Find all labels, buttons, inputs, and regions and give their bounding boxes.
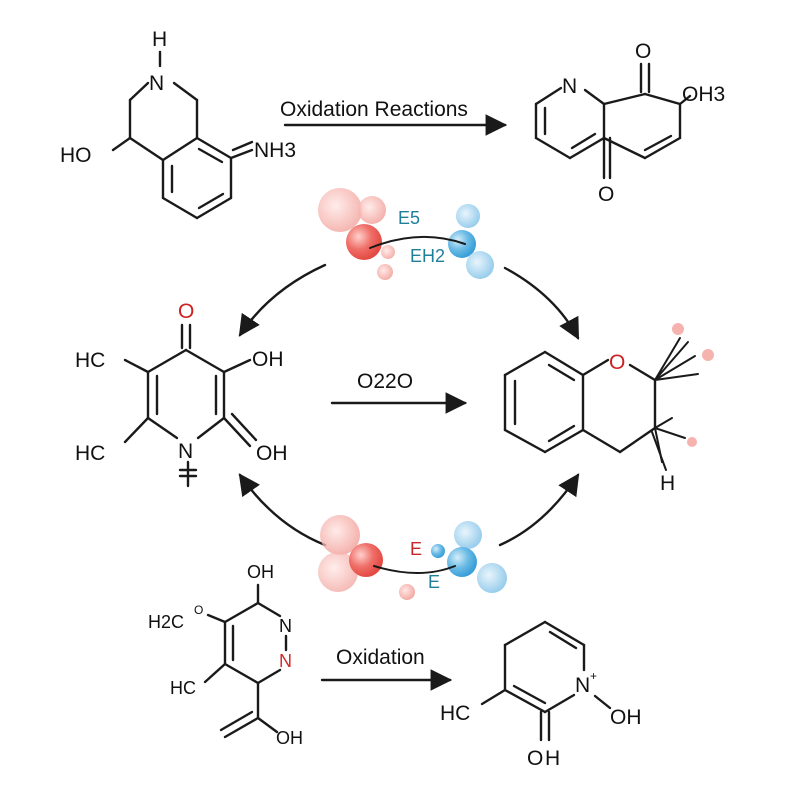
catalyst-bottom-label-2: E [428,572,440,592]
bottom-right-molecule: N + OH HC O H [440,620,642,770]
atom-hc: HC [440,702,470,725]
catalyst-top: E5 EH2 [318,188,494,280]
atom-o-ring: O [609,351,625,374]
right-molecule: O H [503,323,714,495]
atom-h: H [152,28,167,51]
sphere-blue-soft [477,563,507,593]
sphere-red-soft [318,188,362,232]
sphere-red [349,543,383,577]
atom-hc: HC [170,678,196,698]
atom-h-bottom: H [545,747,560,770]
atom-superscript-o: O [194,603,203,617]
sphere-blue-soft [454,521,482,549]
atom-o: O [178,300,194,323]
left-molecule: O N HC HC OH OH [75,300,288,488]
atom-n-ring: N [562,75,577,98]
catalyst-bottom: E E [318,515,507,600]
arrow-bottom-label: Oxidation [336,646,425,669]
sphere-red-small [381,245,395,259]
sphere-blue-soft [456,204,480,228]
arrow-middle: O22O [330,370,468,414]
atom-h2c: H2C [148,612,184,632]
arrow-top-label: Oxidation Reactions [280,98,468,121]
atom-oh-2: OH [256,442,288,465]
atom-oh-1: OH [252,348,284,371]
atom-o-top: O [635,40,651,63]
atom-ho: HO [60,144,92,167]
atom-o-bottom: O [527,747,543,770]
sphere-dot [672,323,684,335]
atom-n-plus: + [590,669,597,683]
sphere-red-soft [320,515,360,555]
sphere-red-soft [318,552,358,592]
sphere-dot [702,349,714,361]
atom-nh3: NH3 [254,139,296,162]
sphere-red-small [377,264,393,280]
catalyst-bottom-label-1: E [410,539,422,559]
sphere-red-small [399,584,415,600]
atom-oh-right: OH [610,706,642,729]
arrow-oxidation: Oxidation [320,646,453,691]
arrow-oxidation-reactions: Oxidation Reactions [280,98,508,136]
sphere-blue-soft [466,251,494,279]
catalyst-top-label-2: EH2 [410,246,445,266]
atom-n: N [178,440,193,463]
atom-n: N [575,674,590,697]
atom-n: N [149,72,164,95]
atom-hc-2: HC [75,442,105,465]
atom-o-bottom: O [598,183,614,206]
bottom-left-molecule: OH N N H2C O HC OH [148,562,303,748]
atom-n-1: N [279,616,292,636]
atom-n-2: N [279,651,292,671]
catalyst-top-label-1: E5 [398,208,420,228]
arrow-middle-label: O22O [357,370,413,393]
sphere-red-soft [358,196,386,224]
atom-oh3: OH3 [682,83,725,106]
atom-hc-1: HC [75,349,105,372]
sphere-blue [447,547,477,577]
sphere-blue-small [431,544,445,558]
top-left-molecule: H N HO NH3 [60,28,296,220]
sphere-dot [687,437,697,447]
atom-oh-bottom: OH [276,728,303,748]
cycle-arrows [238,263,580,547]
sphere-red [346,224,382,260]
atom-h: H [660,472,675,495]
atom-oh-top: OH [247,562,274,582]
top-right-molecule: O N O OH3 [534,40,725,206]
